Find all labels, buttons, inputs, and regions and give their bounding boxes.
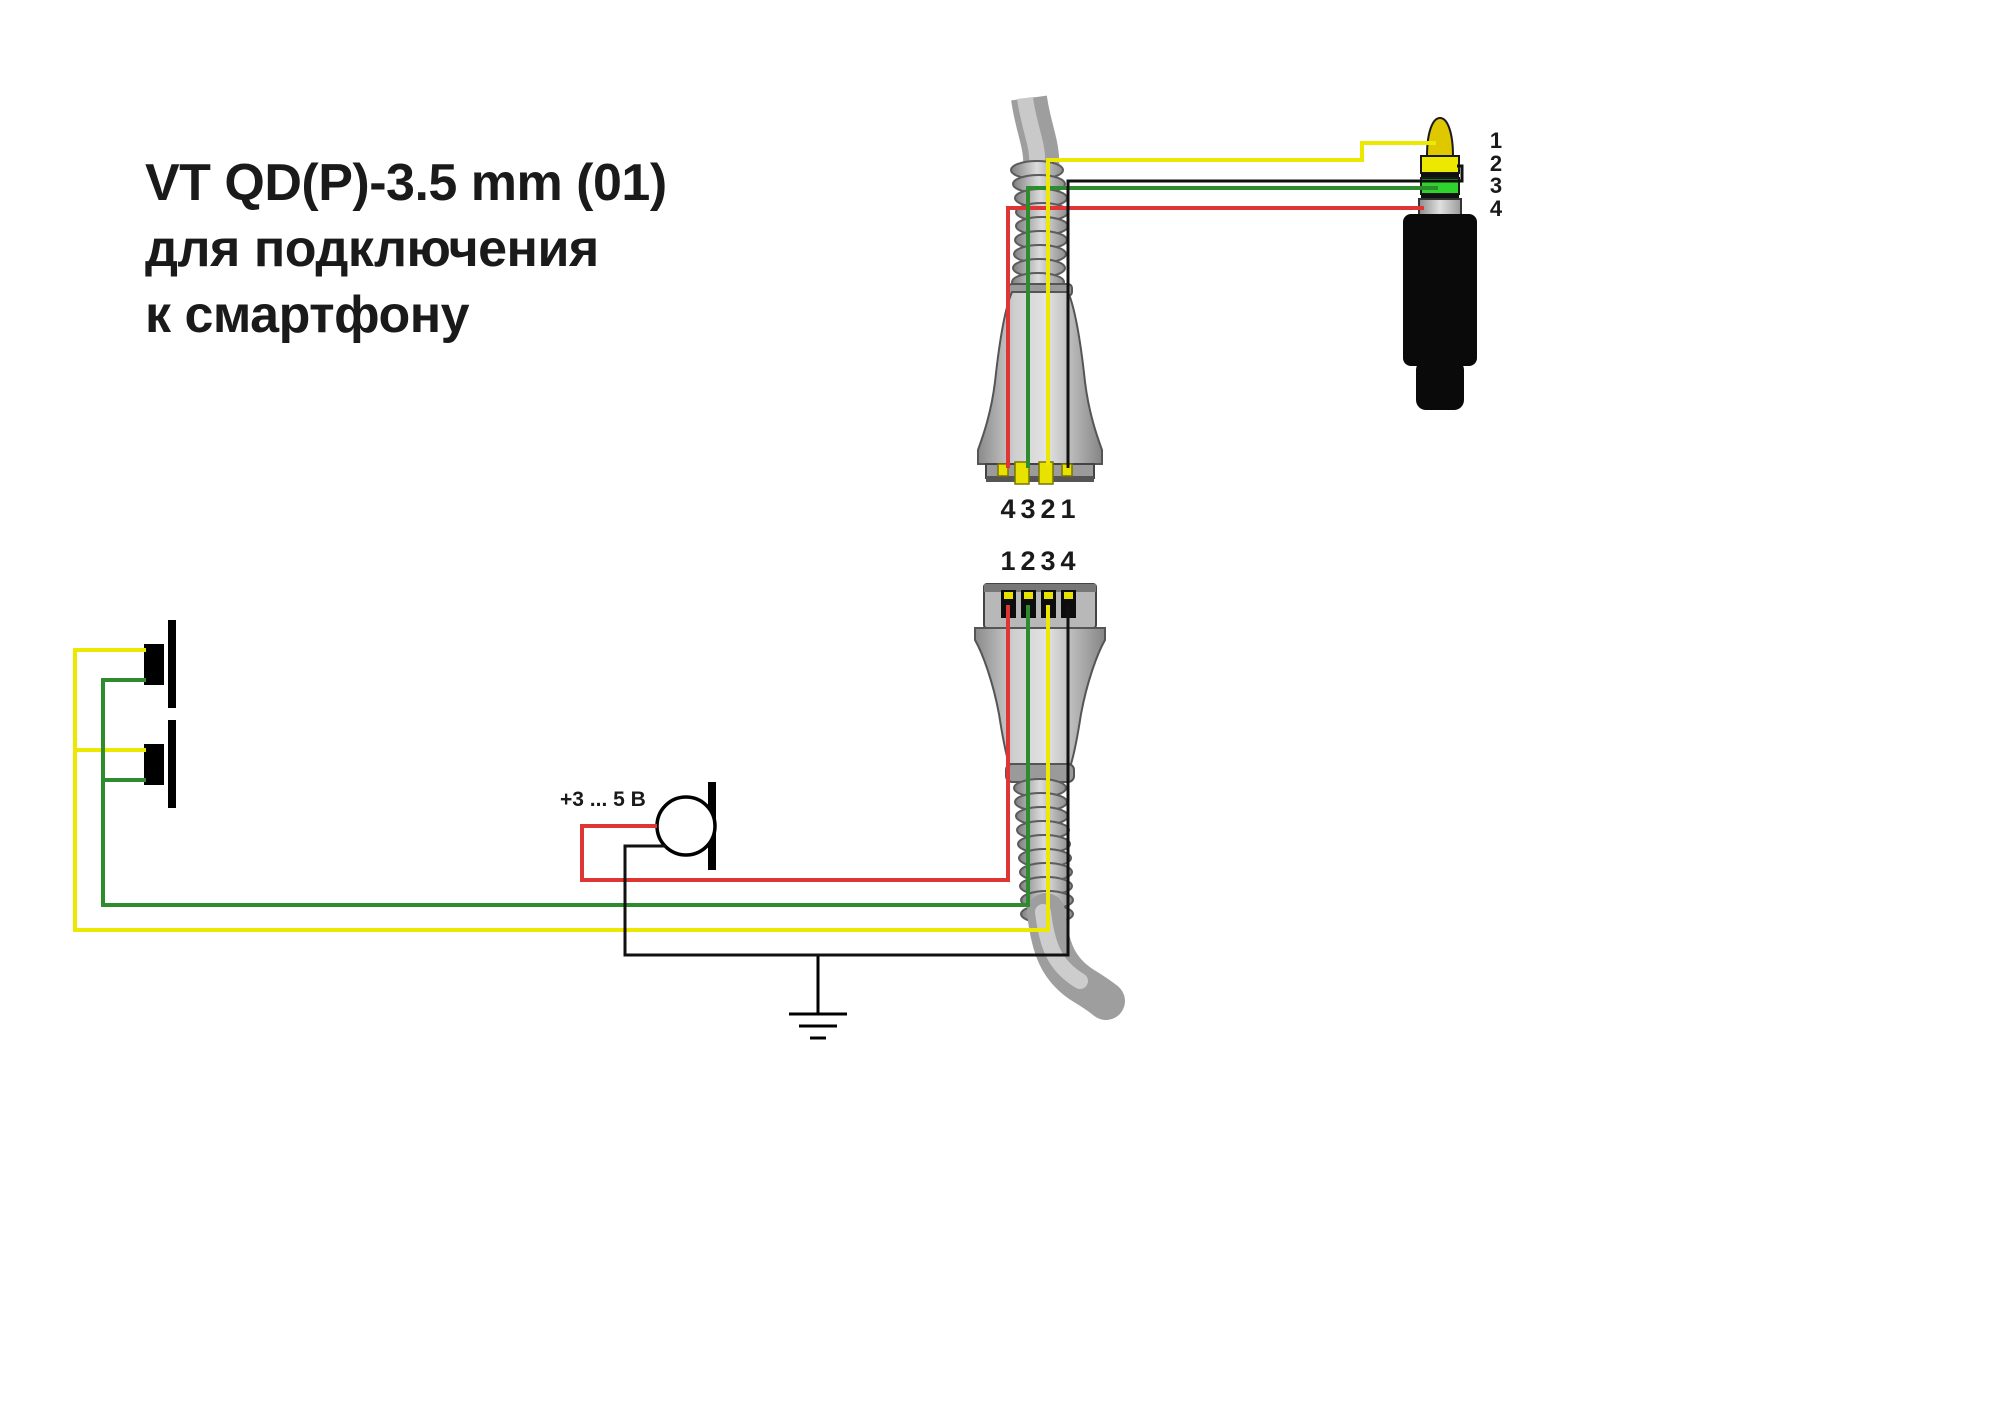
title-line-2: для подключения: [145, 220, 599, 278]
wire-black-top: [1066, 164, 1464, 468]
speaker-top: [144, 620, 176, 708]
qd-top-body: [977, 291, 1103, 465]
jack-housing: [1403, 214, 1477, 366]
wire-red-top: [1006, 206, 1424, 468]
jack-pin-label: 1: [1490, 128, 1502, 153]
wire-yellow-bottom: [73, 605, 1050, 932]
speaker-driver: [144, 644, 164, 685]
speaker-diaphragm: [168, 620, 176, 708]
wire-ground-bottom: [623, 605, 1070, 957]
qd-bottom-pin-label: 3: [1040, 546, 1055, 576]
ground-symbol: [789, 955, 847, 1040]
qd-bottom-face-edge: [984, 584, 1096, 592]
jack-pin-labels: 1 2 3 4: [1490, 128, 1503, 221]
qd-top-pin-labels: 4 3 2 1: [1000, 494, 1075, 524]
speaker-driver: [144, 744, 164, 785]
jack-pin-label: 3: [1490, 173, 1502, 198]
title-line-1: VT QD(P)-3.5 mm (01): [145, 154, 667, 212]
qd-bottom-pin-label: 1: [1000, 546, 1015, 576]
speaker-diaphragm: [168, 720, 176, 808]
jack-pin-label: 2: [1490, 151, 1502, 176]
speaker-bottom: [144, 720, 176, 808]
title-line-3: к смартфону: [145, 286, 470, 344]
jack-separator: [1421, 194, 1459, 199]
wire-green-top: [1026, 186, 1438, 468]
qd-bottom-body: [974, 627, 1106, 765]
qd-bottom-slots: [1001, 590, 1076, 618]
jack-ring-2-yellow: [1420, 155, 1460, 174]
qd-bottom-pin-label: 2: [1020, 546, 1035, 576]
qd-top-pin-label: 3: [1020, 494, 1035, 524]
wire-yellow-top: [1046, 141, 1436, 466]
qd-bottom-pin-label: 4: [1060, 546, 1075, 576]
jack-pin-label: 4: [1490, 196, 1503, 221]
qd-connector-top: [977, 95, 1103, 485]
diagram-title: VT QD(P)-3.5 mm (01) для подключения к с…: [145, 150, 667, 348]
microphone: [655, 782, 717, 870]
jack-housing-boot: [1416, 360, 1464, 410]
qd-bottom-pin-labels: 1 2 3 4: [1000, 546, 1075, 576]
jack-tip: [1425, 116, 1455, 157]
mic-voltage-label: +3 ... 5 В: [560, 788, 646, 811]
qd-top-pin-label: 1: [1060, 494, 1075, 524]
qd-connector-bottom: [974, 583, 1125, 1020]
jack-3-5mm: [1403, 116, 1477, 410]
wire-red-mic: [580, 605, 1010, 882]
qd-top-pin-label: 2: [1040, 494, 1055, 524]
wire-green-bottom: [101, 605, 1030, 907]
qd-top-pin-label: 4: [1000, 494, 1015, 524]
jack-separator: [1421, 173, 1459, 178]
